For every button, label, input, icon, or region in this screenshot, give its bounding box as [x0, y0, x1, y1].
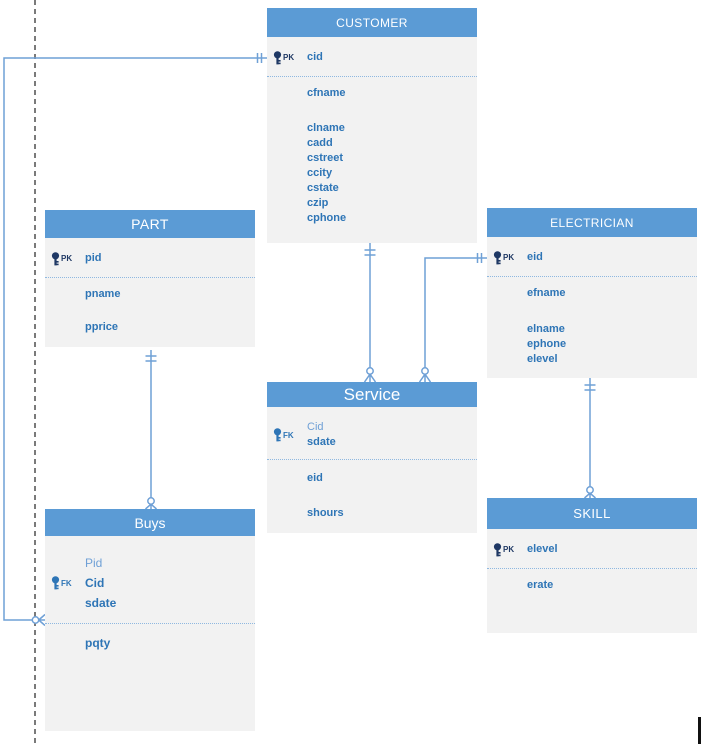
attribute: efname [527, 287, 566, 299]
foreign-key-icon [51, 576, 60, 590]
pk-separator [267, 76, 477, 77]
fk-separator [267, 459, 477, 460]
connector-customer-buys[interactable] [3, 53, 267, 627]
entity-electrician[interactable]: ELECTRICIAN PK eid efname elname ephone … [487, 208, 697, 378]
connector-electrician-skill[interactable] [584, 378, 596, 499]
attribute: elevel [527, 353, 558, 365]
exactly-one-tick-icon [364, 249, 376, 256]
crows-foot-icon [418, 373, 432, 383]
attribute: pprice [85, 321, 119, 333]
entity-skill[interactable]: SKILL PK elevel erate [487, 498, 697, 633]
attribute: cfname [307, 87, 346, 99]
attribute: cadd [307, 137, 333, 149]
attribute: pname [85, 288, 121, 300]
entity-service[interactable]: Service FK Cid sdate eid shours [267, 382, 477, 533]
entity-customer[interactable]: CUSTOMER PK cid cfname clname cadd cstre… [267, 8, 477, 243]
zero-circle-icon [366, 367, 374, 375]
pk-attribute: elevel [527, 543, 558, 555]
exactly-one-tick-icon [145, 355, 157, 362]
primary-key-icon [51, 251, 60, 265]
attribute: ccity [307, 167, 333, 179]
exactly-one-tick-icon [256, 53, 263, 63]
pk-attribute: cid [307, 51, 323, 63]
attribute: erate [527, 579, 554, 591]
connector-electrician-service[interactable] [418, 253, 488, 383]
crows-foot-icon [363, 373, 377, 383]
key-cell: PK [267, 50, 307, 65]
fk-attribute: sdate [85, 596, 117, 610]
entity-buys[interactable]: Buys FK Pid Cid sdate pqty [45, 509, 255, 731]
fk-separator [45, 623, 255, 624]
primary-key-icon [493, 542, 502, 556]
attribute: cstreet [307, 152, 344, 164]
exactly-one-tick-icon [476, 253, 483, 263]
zero-circle-icon [421, 367, 429, 375]
entity-title: Service [267, 382, 477, 407]
connector-customer-service[interactable] [363, 243, 377, 383]
attribute: czip [307, 197, 329, 209]
fk-attribute: Pid [85, 556, 103, 570]
attribute: ephone [527, 338, 567, 350]
exactly-one-tick-icon [584, 384, 596, 391]
crows-foot-icon [145, 503, 157, 510]
key-label: PK [503, 253, 515, 262]
entity-title: Buys [45, 509, 255, 536]
pk-separator [45, 277, 255, 278]
attribute: clname [307, 122, 345, 134]
primary-key-icon [273, 50, 282, 64]
entity-title: CUSTOMER [267, 8, 477, 37]
fk-attribute: sdate [307, 436, 336, 448]
crows-foot-icon [584, 492, 596, 499]
attribute: eid [307, 472, 323, 484]
primary-key-icon [493, 250, 502, 264]
pk-separator [487, 276, 697, 277]
key-cell: FK [45, 576, 85, 590]
foreign-key-icon [273, 428, 282, 442]
zero-circle-icon [147, 497, 155, 505]
key-cell: PK [487, 250, 527, 265]
fk-attribute: Cid [307, 421, 324, 433]
attribute: cphone [307, 212, 347, 224]
pk-attribute: eid [527, 251, 543, 263]
crows-foot-icon [38, 613, 46, 627]
text-cursor [698, 717, 701, 744]
zero-circle-icon [586, 486, 594, 494]
attribute: shours [307, 507, 344, 519]
key-cell: PK [45, 251, 85, 266]
key-cell: PK [487, 542, 527, 557]
attribute: cstate [307, 182, 339, 194]
key-label: PK [61, 254, 73, 263]
entity-title: SKILL [487, 498, 697, 529]
connector-part-buys[interactable] [145, 350, 157, 510]
zero-circle-icon [31, 616, 40, 624]
key-label: FK [61, 578, 72, 588]
pk-attribute: pid [85, 252, 102, 264]
fk-attribute: Cid [85, 576, 105, 590]
key-label: FK [283, 430, 294, 440]
pk-separator [487, 568, 697, 569]
entity-part[interactable]: PART PK pid pname pprice [45, 210, 255, 347]
key-label: PK [283, 53, 295, 62]
key-label: PK [503, 545, 515, 554]
entity-title: ELECTRICIAN [487, 208, 697, 237]
key-cell: FK [267, 428, 307, 442]
attribute: elname [527, 323, 565, 335]
entity-title: PART [45, 210, 255, 238]
attribute: pqty [85, 636, 111, 650]
